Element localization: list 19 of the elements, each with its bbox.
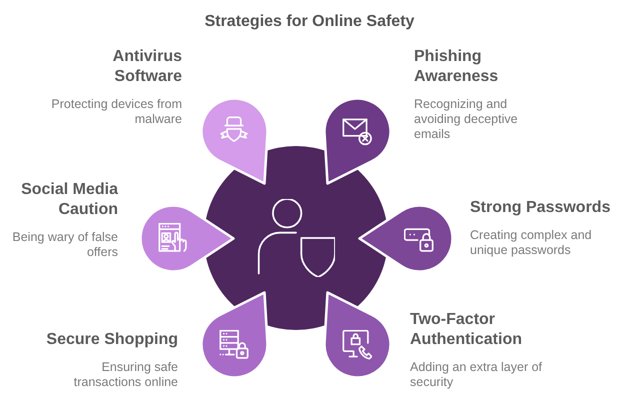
teardrop-marker xyxy=(200,96,269,185)
teardrop-marker xyxy=(200,291,269,379)
strategy-heading: Two-Factor Authentication xyxy=(410,310,523,350)
strategy-description: Adding an extra layer of security xyxy=(410,360,544,390)
teardrop-marker xyxy=(323,96,392,185)
teardrop-marker xyxy=(358,204,454,272)
teardrop-marker xyxy=(323,291,392,379)
strategy-description: Protecting devices from malware xyxy=(50,97,182,127)
strategy-heading: Social Media Caution xyxy=(20,180,118,220)
strategy-heading: Antivirus Software xyxy=(112,47,182,87)
strategy-heading: Phishing Awareness xyxy=(414,47,500,87)
teardrop-marker xyxy=(138,204,234,272)
strategy-description: Being wary of false offers xyxy=(11,230,118,260)
strategy-heading: Strong Passwords xyxy=(470,198,612,218)
strategy-heading: Secure Shopping xyxy=(45,330,178,350)
diagram-title: Strategies for Online Safety xyxy=(204,12,414,32)
strategy-description: Recognizing and avoiding deceptive emails xyxy=(414,97,519,142)
strategy-description: Ensuring safe transactions online xyxy=(72,360,178,390)
strategy-description: Creating complex and unique passwords xyxy=(470,228,593,258)
